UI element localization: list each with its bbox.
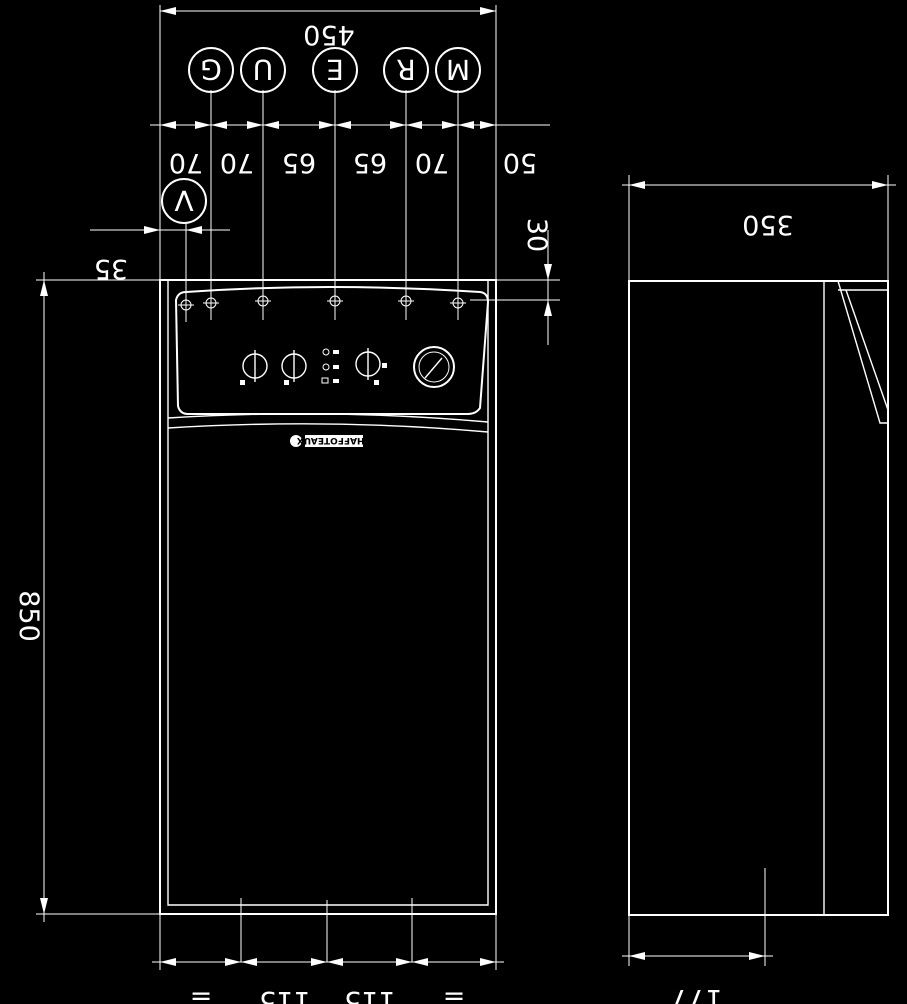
valve-v: V bbox=[161, 178, 207, 224]
connection-g: G bbox=[188, 47, 234, 93]
connection-r: R bbox=[383, 47, 429, 93]
connection-u-label: U bbox=[253, 53, 274, 86]
valve-v-label: V bbox=[174, 184, 193, 217]
dim-depth: 350 bbox=[742, 209, 794, 240]
front-casing-outline bbox=[159, 279, 497, 915]
dim-spacing-5: 70 bbox=[415, 147, 449, 178]
brand-label: CHAFFOTEAUX bbox=[297, 435, 371, 445]
indicator-lights bbox=[321, 348, 339, 384]
dim-left-offset: 35 bbox=[94, 253, 128, 284]
control-knob-2 bbox=[281, 350, 307, 385]
side-panel-slope-inner bbox=[845, 289, 889, 411]
pressure-gauge bbox=[413, 346, 455, 388]
control-panel-lower-edge bbox=[167, 413, 489, 423]
control-panel bbox=[174, 286, 490, 415]
dim-spacing-3: 65 bbox=[282, 147, 316, 178]
connection-g-label: G bbox=[200, 53, 222, 86]
connection-labels: G U E R M V bbox=[161, 47, 481, 224]
dim-spacing-1: 70 bbox=[169, 147, 203, 178]
connection-markers bbox=[178, 295, 466, 311]
front-door-top-curve bbox=[167, 423, 489, 433]
control-knob-1 bbox=[240, 350, 268, 385]
dim-bottom-right: = bbox=[443, 981, 466, 1004]
dim-bottom-mid-2: 115 bbox=[344, 985, 396, 1004]
connection-e-label: E bbox=[326, 53, 344, 86]
connection-m-label: M bbox=[446, 53, 470, 86]
dim-top-offset: 30 bbox=[521, 218, 552, 252]
connection-e: E bbox=[312, 47, 358, 93]
control-knob-3 bbox=[355, 348, 387, 385]
dim-spacing-2: 70 bbox=[220, 147, 254, 178]
brand-badge bbox=[290, 435, 363, 447]
dim-right-offset: 50 bbox=[503, 147, 537, 178]
dim-spacing-4: 65 bbox=[353, 147, 387, 178]
dim-bottom-left: = bbox=[190, 981, 213, 1004]
dim-height: 850 bbox=[13, 590, 44, 642]
front-door-outline bbox=[167, 280, 489, 906]
dim-bottom-mid-1: 115 bbox=[259, 985, 311, 1004]
dim-side-bottom: 177 bbox=[671, 983, 723, 1004]
side-panel-slope-outer bbox=[837, 280, 888, 424]
connection-m: M bbox=[435, 47, 481, 93]
dim-total-width: 450 bbox=[303, 19, 355, 50]
connection-r-label: R bbox=[396, 53, 415, 86]
connection-u: U bbox=[240, 47, 286, 93]
side-casing-outline bbox=[628, 280, 889, 916]
